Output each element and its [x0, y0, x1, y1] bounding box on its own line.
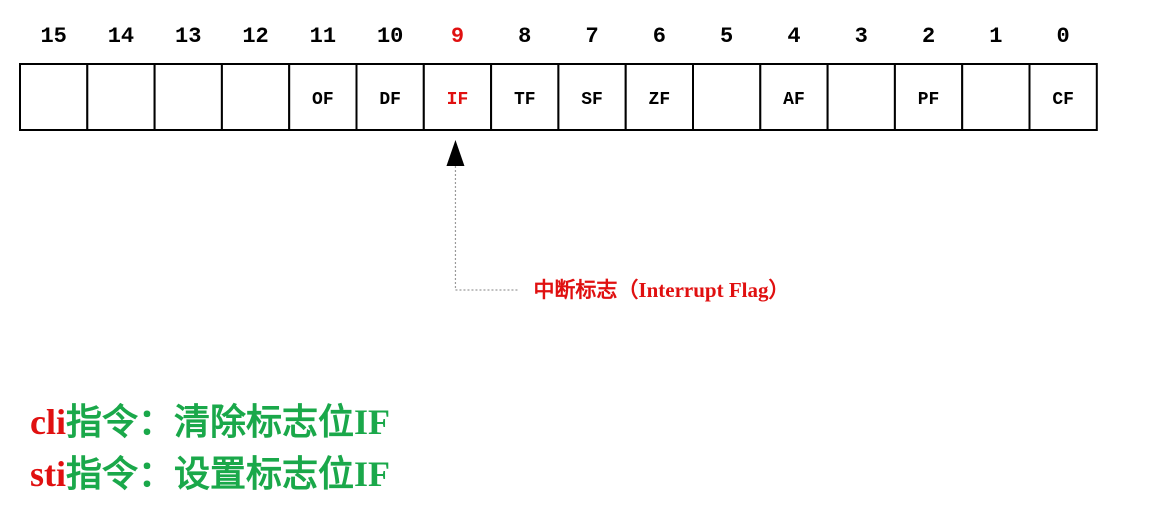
register-cell-bit-10 [355, 63, 425, 131]
register-cell-bit-11 [288, 63, 358, 131]
bit-number-8: 8 [518, 24, 531, 49]
bit-number-9: 9 [451, 24, 464, 49]
bit-number-7: 7 [585, 24, 598, 49]
bit-number-4: 4 [787, 24, 800, 49]
bit-number-2: 2 [922, 24, 935, 49]
cli-instruction: cli指令：清除标志位IF [30, 400, 390, 444]
flag-label-if: IF [447, 90, 469, 110]
sti-keyword: sti [30, 454, 66, 494]
flag-labels: OF DF IF TF SF ZF AF PF CF [312, 90, 1074, 110]
bit-number-12: 12 [242, 24, 268, 49]
arrow-up-icon [446, 140, 465, 166]
bit-number-1: 1 [989, 24, 1002, 49]
cli-description: 指令：清除标志位IF [65, 402, 390, 442]
bit-number-5: 5 [720, 24, 733, 49]
bit-number-15: 15 [40, 24, 66, 49]
register-cell-bit-8 [490, 63, 560, 131]
bit-number-14: 14 [108, 24, 134, 49]
flag-label-pf: PF [918, 90, 940, 110]
sti-description: 指令：设置标志位IF [66, 454, 391, 494]
flag-label-sf: SF [581, 90, 603, 110]
register-cell-bit-14 [86, 63, 156, 131]
callout-label: 中断标志（Interrupt Flag） [533, 278, 789, 302]
flag-label-tf: TF [514, 90, 536, 110]
sti-instruction: sti指令：设置标志位IF [30, 452, 390, 496]
register-cells [19, 63, 1098, 131]
bit-number-11: 11 [310, 24, 336, 49]
flag-label-af: AF [783, 90, 805, 110]
bit-number-0: 0 [1057, 24, 1070, 49]
register-cell-bit-0 [1028, 63, 1098, 131]
register-cell-bit-7 [557, 63, 627, 131]
register-cell-bit-3 [826, 63, 896, 131]
register-cell-bit-1 [961, 63, 1031, 131]
register-cell-bit-4 [759, 63, 829, 131]
callout-arrow [446, 140, 518, 291]
cli-keyword: cli [30, 402, 66, 442]
bit-number-10: 10 [377, 24, 403, 49]
flag-label-df: DF [379, 90, 401, 110]
register-cell-bit-15 [19, 63, 89, 131]
bit-number-13: 13 [175, 24, 201, 49]
bit-number-3: 3 [855, 24, 868, 49]
flag-label-of: OF [312, 90, 334, 110]
register-cell-bit-13 [153, 63, 223, 131]
register-cell-bit-5 [692, 63, 762, 131]
flag-label-zf: ZF [649, 90, 671, 110]
bit-number-6: 6 [653, 24, 666, 49]
register-cell-bit-12 [220, 63, 291, 131]
register-cell-bit-2 [893, 63, 964, 131]
flag-label-cf: CF [1052, 90, 1074, 110]
